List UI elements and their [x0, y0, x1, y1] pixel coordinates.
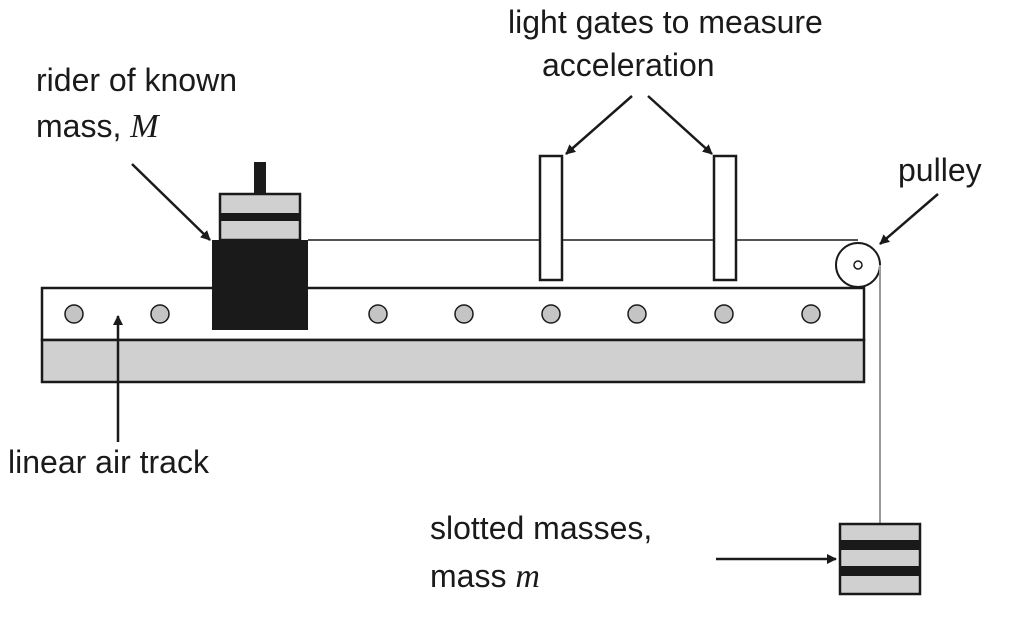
masses-label-line2: mass m	[430, 556, 540, 597]
rider-post	[254, 162, 266, 194]
rider-body	[212, 240, 308, 330]
linear-air-track	[40, 286, 866, 384]
air-hole	[627, 304, 647, 324]
air-track-base	[40, 338, 866, 384]
light-gates-label-line2: acceleration	[542, 47, 715, 83]
air-holes	[64, 304, 821, 324]
air-hole	[714, 304, 734, 324]
pulley-axle	[853, 260, 863, 270]
pulley	[835, 242, 881, 288]
rider-label-prefix: mass,	[36, 108, 131, 144]
light-gate-1	[538, 154, 564, 282]
masses-label-prefix: mass	[430, 558, 516, 594]
mass-slot	[840, 540, 920, 550]
rider-label-line2: mass, M	[36, 106, 159, 147]
masses-mass-symbol: m	[515, 558, 540, 595]
air-hole	[150, 304, 170, 324]
rider-mass-divider	[220, 213, 300, 221]
masses-block	[838, 522, 922, 596]
air-hole	[64, 304, 84, 324]
arrow-to-pulley	[879, 193, 939, 245]
mass-slot	[840, 566, 920, 576]
light-gate-2	[712, 154, 738, 282]
rider-mass-symbol: M	[130, 108, 159, 145]
rider-label-line1: rider of known	[36, 62, 237, 98]
arrow-to-gate-1	[565, 95, 633, 155]
pulley-label: pulley	[898, 152, 982, 188]
air-hole	[541, 304, 561, 324]
air-track-label: linear air track	[8, 444, 209, 480]
rider	[212, 162, 308, 330]
slotted-masses	[838, 522, 922, 596]
arrow-to-rider	[131, 163, 211, 241]
air-hole	[454, 304, 474, 324]
arrow-to-gate-2	[647, 95, 713, 155]
arrows	[113, 95, 939, 564]
air-hole	[801, 304, 821, 324]
air-hole	[368, 304, 388, 324]
masses-label-line1: slotted masses,	[430, 510, 653, 546]
light-gates-label-line1: light gates to measure	[508, 4, 823, 40]
